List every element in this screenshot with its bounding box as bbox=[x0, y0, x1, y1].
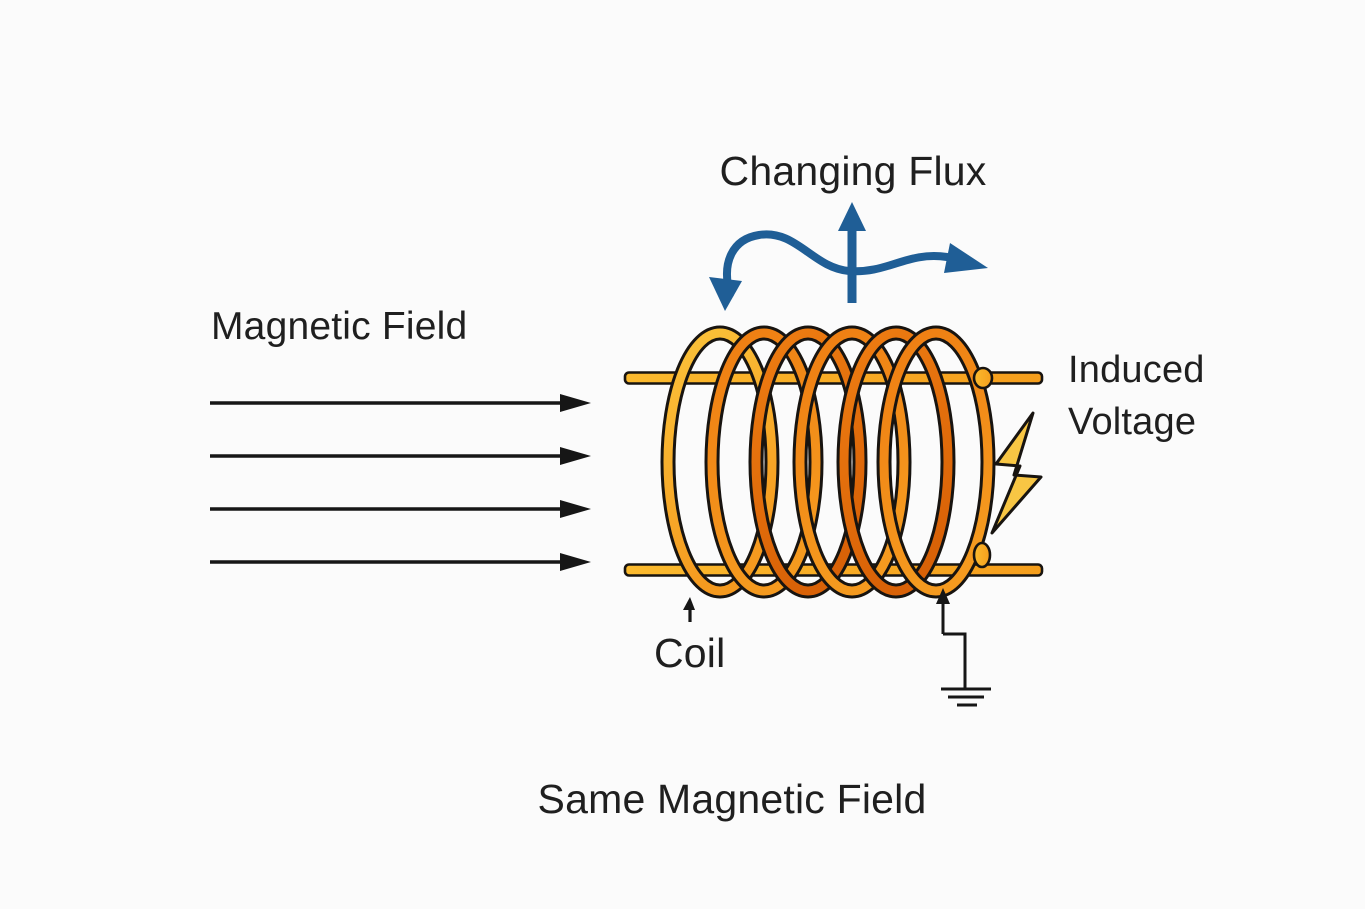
coil-label: Coil bbox=[654, 630, 726, 676]
coil-wire-terminals bbox=[972, 366, 994, 569]
changing-flux-wave-arrow bbox=[709, 230, 988, 311]
magnetic-field-arrow bbox=[210, 553, 591, 571]
coil-winding bbox=[660, 325, 996, 599]
magnetic-field-arrows bbox=[210, 394, 591, 571]
ground-pointer-arrow bbox=[936, 588, 950, 634]
changing-flux-label: Changing Flux bbox=[719, 148, 987, 194]
ground-symbol bbox=[936, 588, 991, 707]
changing-flux-up-arrow bbox=[838, 202, 866, 303]
induced-voltage-label-line1: Induced bbox=[1068, 349, 1205, 391]
magnetic-field-arrow bbox=[210, 447, 591, 465]
lightning-bolt-icon bbox=[990, 411, 1043, 535]
induced-voltage-label-line2: Voltage bbox=[1068, 401, 1197, 443]
coil-pointer-arrow bbox=[683, 597, 695, 622]
same-magnetic-field-label: Same Magnetic Field bbox=[537, 776, 927, 822]
magnetic-field-arrow bbox=[210, 500, 591, 518]
magnetic-field-arrow bbox=[210, 394, 591, 412]
magnetic-field-label: Magnetic Field bbox=[211, 305, 468, 348]
